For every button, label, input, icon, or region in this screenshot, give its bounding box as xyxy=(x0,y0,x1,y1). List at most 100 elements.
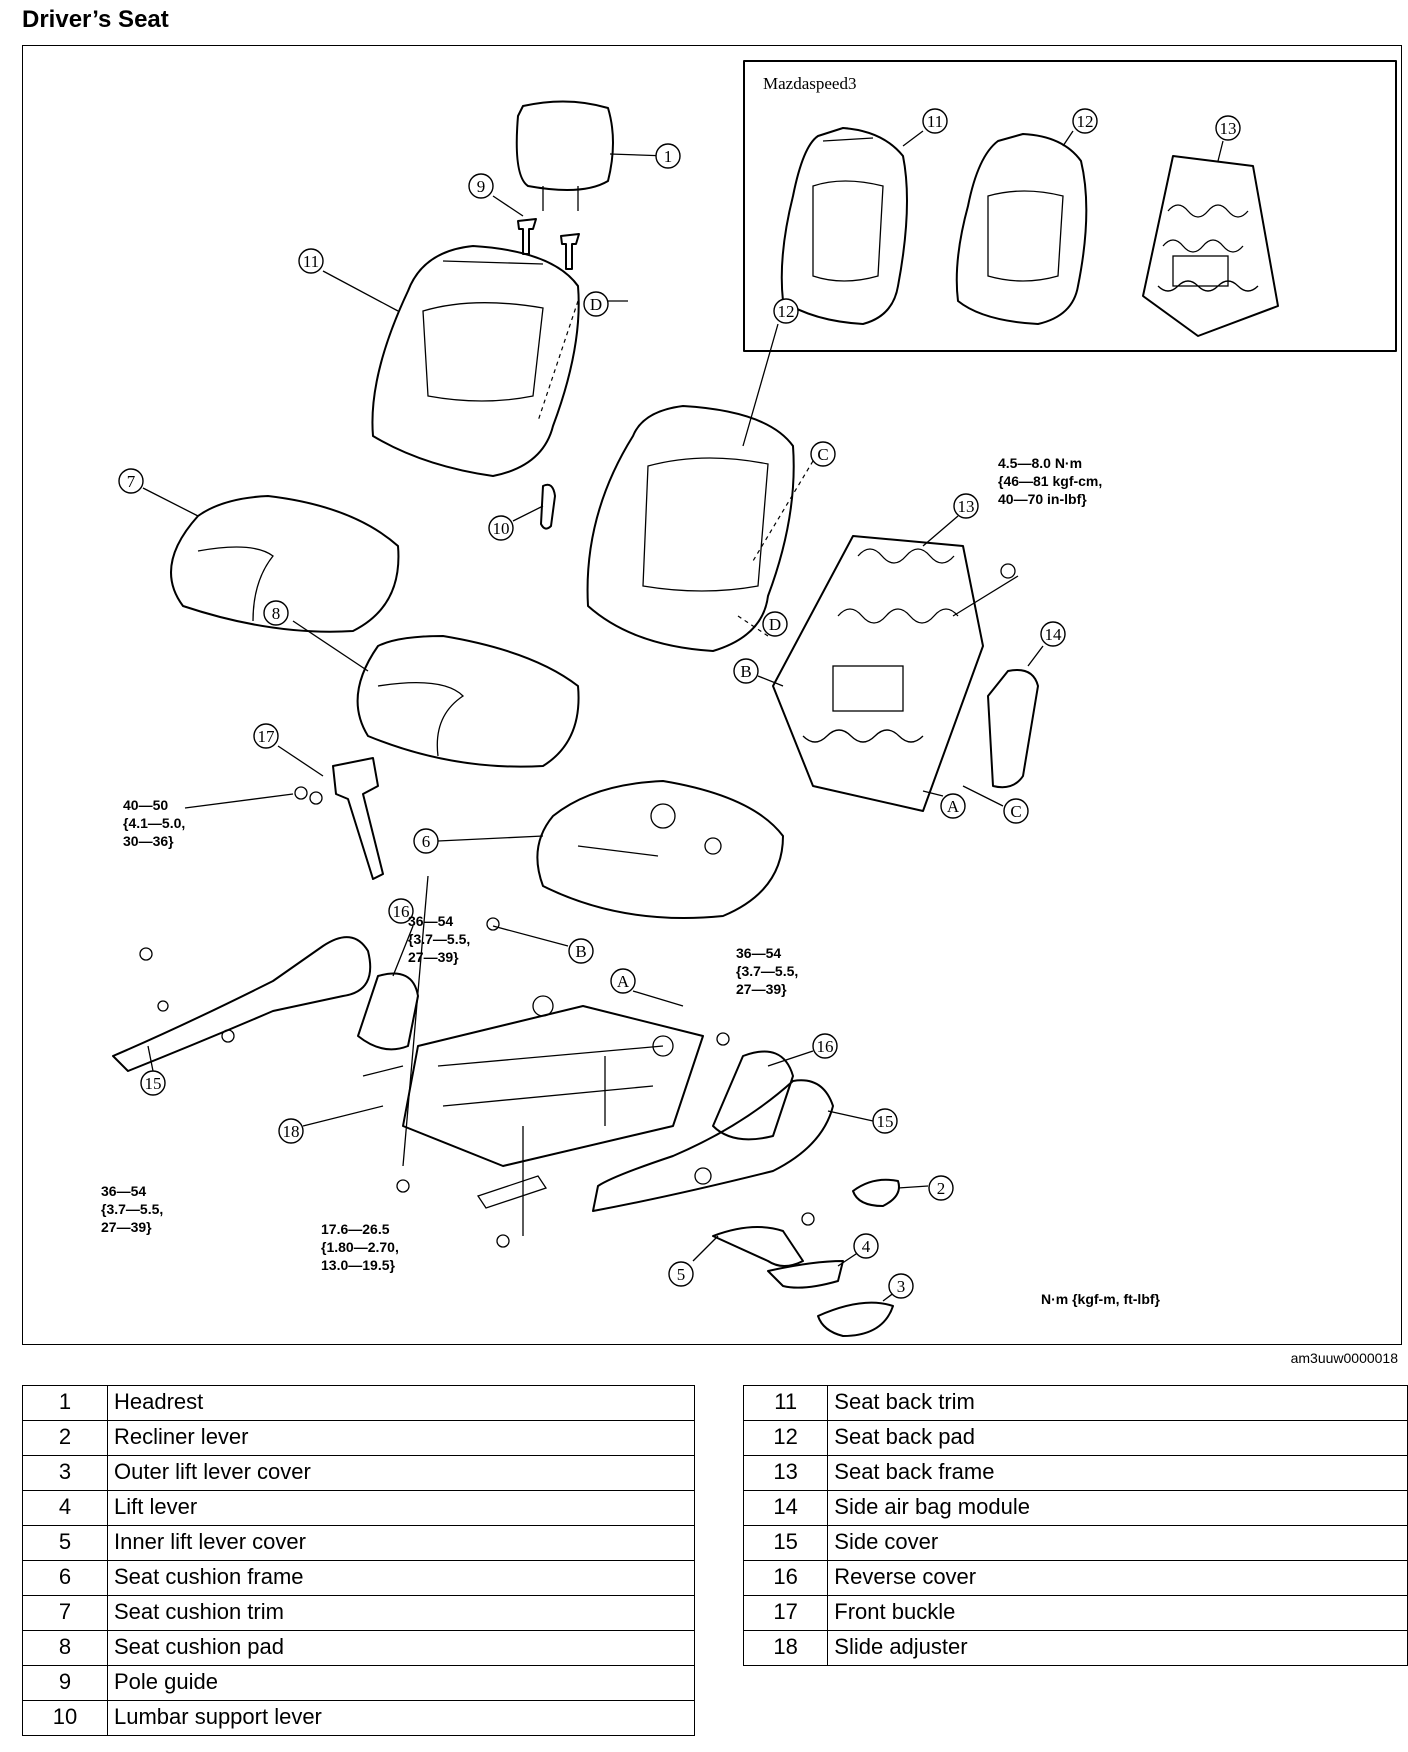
part-name: Headrest xyxy=(107,1385,695,1421)
svg-text:13: 13 xyxy=(958,497,975,516)
callout-12: 12 xyxy=(773,298,799,324)
side-cover-left xyxy=(112,936,372,1072)
svg-text:13: 13 xyxy=(1220,119,1237,138)
bolts xyxy=(139,563,1016,1248)
part-number: 2 xyxy=(22,1420,108,1456)
part-name: Outer lift lever cover xyxy=(107,1455,695,1491)
part-name: Seat cushion pad xyxy=(107,1630,695,1666)
torque-label-buckle: 40—50 {4.1—5.0, 30—36} xyxy=(123,797,185,849)
svg-text:3: 3 xyxy=(897,1277,906,1296)
part-number: 6 xyxy=(22,1560,108,1596)
callout-15-left: 15 xyxy=(140,1070,166,1096)
svg-text:12: 12 xyxy=(778,302,795,321)
callout-11-inset: 11 xyxy=(922,108,948,134)
callout-d-2: D xyxy=(762,611,788,637)
svg-text:16: 16 xyxy=(817,1037,834,1056)
svg-text:{3.7—5.5,: {3.7—5.5, xyxy=(408,931,470,947)
part-name: Seat back trim xyxy=(827,1385,1408,1421)
part-number: 12 xyxy=(742,1420,829,1456)
svg-text:40—50: 40—50 xyxy=(123,797,168,813)
seat-back-frame xyxy=(772,535,984,812)
svg-text:{3.7—5.5,: {3.7—5.5, xyxy=(101,1201,163,1217)
callout-d-1: D xyxy=(583,291,609,317)
part-name: Front buckle xyxy=(827,1595,1408,1631)
part-number: 11 xyxy=(742,1385,829,1421)
svg-text:8: 8 xyxy=(272,604,281,623)
svg-text:D: D xyxy=(769,615,781,634)
part-name: Lift lever xyxy=(107,1490,695,1526)
svg-text:6: 6 xyxy=(422,832,431,851)
callout-a-2: A xyxy=(610,968,636,994)
callout-c-1: C xyxy=(810,441,836,467)
torque-label-bottom-bolt: 17.6—26.5 {1.80—2.70, 13.0—19.5} xyxy=(321,1221,399,1273)
svg-text:{46—81 kgf-cm,: {46—81 kgf-cm, xyxy=(998,473,1102,489)
seat-cushion-frame xyxy=(536,780,784,919)
callout-b-1: B xyxy=(733,658,759,684)
callout-3: 3 xyxy=(888,1273,914,1299)
callout-9: 9 xyxy=(468,173,494,199)
recliner-lever xyxy=(852,1178,900,1207)
svg-text:{1.80—2.70,: {1.80—2.70, xyxy=(321,1239,399,1255)
part-number: 8 xyxy=(22,1630,108,1666)
svg-text:2: 2 xyxy=(937,1179,946,1198)
part-number: 5 xyxy=(22,1525,108,1561)
callout-17: 17 xyxy=(253,723,279,749)
torque-label-adjuster-left: 36—54 {3.7—5.5, 27—39} xyxy=(408,913,470,965)
part-number: 14 xyxy=(742,1490,829,1526)
inset-frame xyxy=(743,60,1397,352)
inner-lift-lever-cover xyxy=(712,1226,804,1267)
torque-label-adjuster-right: 36—54 {3.7—5.5, 27—39} xyxy=(736,945,798,997)
leader-lines xyxy=(142,130,1224,1302)
svg-text:15: 15 xyxy=(145,1074,162,1093)
svg-text:36—54: 36—54 xyxy=(408,913,453,929)
callout-15-right: 15 xyxy=(872,1108,898,1134)
lift-lever xyxy=(767,1260,844,1289)
callout-18: 18 xyxy=(278,1118,304,1144)
callout-b-2: B xyxy=(568,938,594,964)
diagram-canvas: .ol { fill:none; stroke:#000; stroke-wid… xyxy=(101,60,1397,1337)
seat-cushion-trim xyxy=(170,495,400,633)
svg-text:B: B xyxy=(575,942,586,961)
part-name: Seat cushion trim xyxy=(107,1595,695,1631)
part-number: 9 xyxy=(22,1665,108,1701)
reverse-cover-right xyxy=(712,1050,794,1141)
side-air-bag-module xyxy=(987,669,1039,789)
svg-text:15: 15 xyxy=(877,1112,894,1131)
svg-text:36—54: 36—54 xyxy=(736,945,781,961)
svg-text:9: 9 xyxy=(477,177,486,196)
part-name: Recliner lever xyxy=(107,1420,695,1456)
callout-16-left: 16 xyxy=(388,898,414,924)
part-number: 17 xyxy=(742,1595,829,1631)
torque-label-slide-adjuster: 36—54 {3.7—5.5, 27—39} xyxy=(101,1183,163,1235)
svg-text:A: A xyxy=(617,972,630,991)
svg-text:27—39}: 27—39} xyxy=(408,949,459,965)
part-number: 1 xyxy=(22,1385,108,1421)
callout-12-inset: 12 xyxy=(1072,108,1098,134)
svg-text:12: 12 xyxy=(1077,112,1094,131)
part-name: Seat back pad xyxy=(827,1420,1408,1456)
side-cover-right xyxy=(592,1079,834,1212)
svg-text:7: 7 xyxy=(127,472,136,491)
svg-text:40—70 in-lbf}: 40—70 in-lbf} xyxy=(998,491,1087,507)
reverse-cover-left xyxy=(357,972,419,1051)
part-number: 18 xyxy=(742,1630,829,1666)
svg-text:18: 18 xyxy=(283,1122,300,1141)
svg-text:C: C xyxy=(1010,802,1021,821)
callout-13-inset: 13 xyxy=(1215,115,1241,141)
part-name: Seat back frame xyxy=(827,1455,1408,1491)
callout-14: 14 xyxy=(1040,621,1066,647)
part-number: 4 xyxy=(22,1490,108,1526)
